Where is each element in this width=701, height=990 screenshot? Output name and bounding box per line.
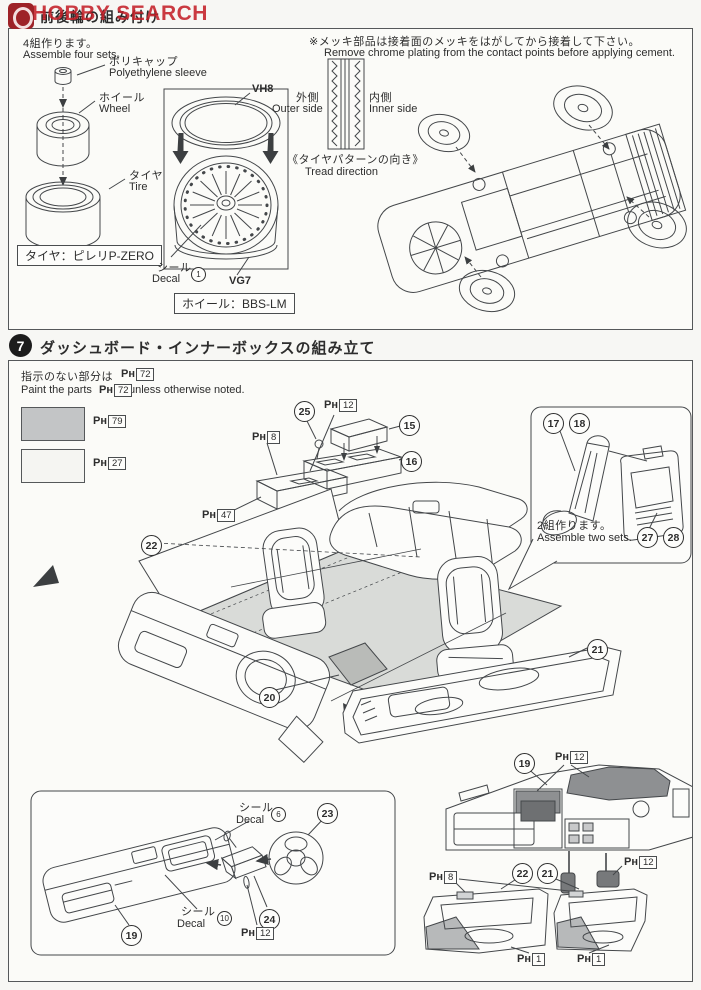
decal6-number: 6	[271, 807, 286, 822]
decal6-en: Decal	[236, 814, 265, 826]
steering-wheel-part	[268, 831, 324, 885]
decal10-en: Decal	[177, 918, 206, 930]
inner-side-jp: 内側	[369, 92, 392, 104]
tire-label-en: Tire	[129, 181, 148, 193]
outer-side-en: Outer side	[272, 103, 323, 115]
polycap-label-en: Polyethylene sleeve	[109, 67, 207, 79]
interior-tub	[138, 481, 563, 702]
color-swatch-ph27	[21, 449, 85, 483]
tire-part	[25, 181, 101, 250]
part-callout-16: 16	[401, 451, 422, 472]
seat-frame-inset	[507, 406, 692, 591]
part-callout-21b: 21	[537, 863, 558, 884]
decal6-jp: シール	[239, 802, 274, 814]
paint-note-en-1: Paint the parts	[21, 384, 92, 396]
bbs-wheel-face-part	[173, 155, 279, 260]
part-callout-23: 23	[317, 803, 338, 824]
decal1-number: 1	[191, 267, 206, 282]
tire-brand-label: タイヤ：ピレリP-ZERO	[17, 245, 162, 266]
dashboard-front-view	[445, 764, 692, 894]
watermark-text: HOBBY SEARCH	[32, 2, 208, 25]
color-swatch-ph79	[21, 407, 85, 441]
step7-number-badge: 7	[9, 334, 32, 357]
decal10-number: 10	[217, 911, 232, 926]
wheel-rim-part	[171, 96, 281, 150]
hobby-search-logo-icon	[8, 3, 34, 29]
tread-direction-en: Tread direction	[305, 166, 378, 178]
part-callout-21: 21	[587, 639, 608, 660]
decal1-en: Decal	[152, 273, 181, 285]
decal1-jp: シール	[157, 262, 192, 274]
paint-note-jp: 指示のない部分は	[21, 371, 113, 383]
inner-side-en: Inner side	[369, 103, 418, 115]
assemble-four-jp: 4組作ります。	[23, 38, 98, 50]
tire-label-jp: タイヤ	[129, 170, 164, 182]
wheel-label-en: Wheel	[99, 103, 131, 115]
outer-side-jp: 外側	[296, 92, 319, 104]
polycap-label-jp: ポリキャップ	[109, 56, 178, 68]
part-callout-19b: 19	[514, 753, 535, 774]
step7-illustration	[30, 406, 692, 956]
assemble-four-en: Assemble four sets.	[23, 49, 120, 61]
loose-wheel-parts	[417, 85, 687, 313]
part-callout-22b: 22	[512, 863, 533, 884]
step6-illustration	[25, 58, 687, 313]
polycap-part	[54, 67, 72, 85]
part-callout-28: 28	[663, 527, 684, 548]
vh8-label: VH8	[252, 83, 274, 95]
tread-direction-jp: 《タイヤパターンの向き》	[287, 154, 424, 166]
wheel-part	[36, 111, 90, 167]
part-callout-27: 27	[637, 527, 658, 548]
two-sets-jp: 2組作ります。	[537, 520, 612, 532]
front-right-seat	[436, 556, 514, 682]
part-callout-25: 25	[294, 401, 315, 422]
chrome-note-jp: ※メッキ部品は接着面のメッキをはがしてから接着して下さい。	[309, 36, 641, 48]
decal10-jp: シール	[181, 906, 216, 918]
seat-frame-part	[541, 435, 610, 536]
two-sets-en: Assemble two sets.	[537, 532, 632, 544]
front-left-seat	[262, 527, 327, 639]
part-callout-15: 15	[399, 415, 420, 436]
step6-panel: 4組作ります。 Assemble four sets. ポリキャップ Polye…	[8, 28, 693, 330]
part-callout-20: 20	[259, 687, 280, 708]
dashboard-closeup	[30, 790, 396, 956]
chrome-note-en: Remove chrome plating from the contact p…	[324, 47, 675, 59]
part-callout-17: 17	[543, 413, 564, 434]
door-panel-part	[342, 646, 622, 744]
seat-back-part	[620, 445, 684, 541]
door-panels-pair	[423, 875, 648, 954]
paint-note-en-2: unless otherwise noted.	[129, 384, 245, 396]
wheel-label-jp: ホイール	[99, 92, 145, 104]
part-callout-22: 22	[141, 535, 162, 556]
wheel-brand-label: ホイール：BBS-LM	[174, 293, 295, 314]
steering-column-part	[220, 830, 267, 889]
chassis-illustration	[377, 123, 687, 293]
step7-title: ダッシュボード・インナーボックスの組み立て	[40, 340, 376, 357]
tread-pattern-diagram	[327, 58, 365, 150]
vg7-label: VG7	[229, 275, 252, 287]
part-callout-18: 18	[569, 413, 590, 434]
part-callout-19: 19	[121, 925, 142, 946]
step6-title: 前後輪の組み付け	[40, 9, 160, 25]
